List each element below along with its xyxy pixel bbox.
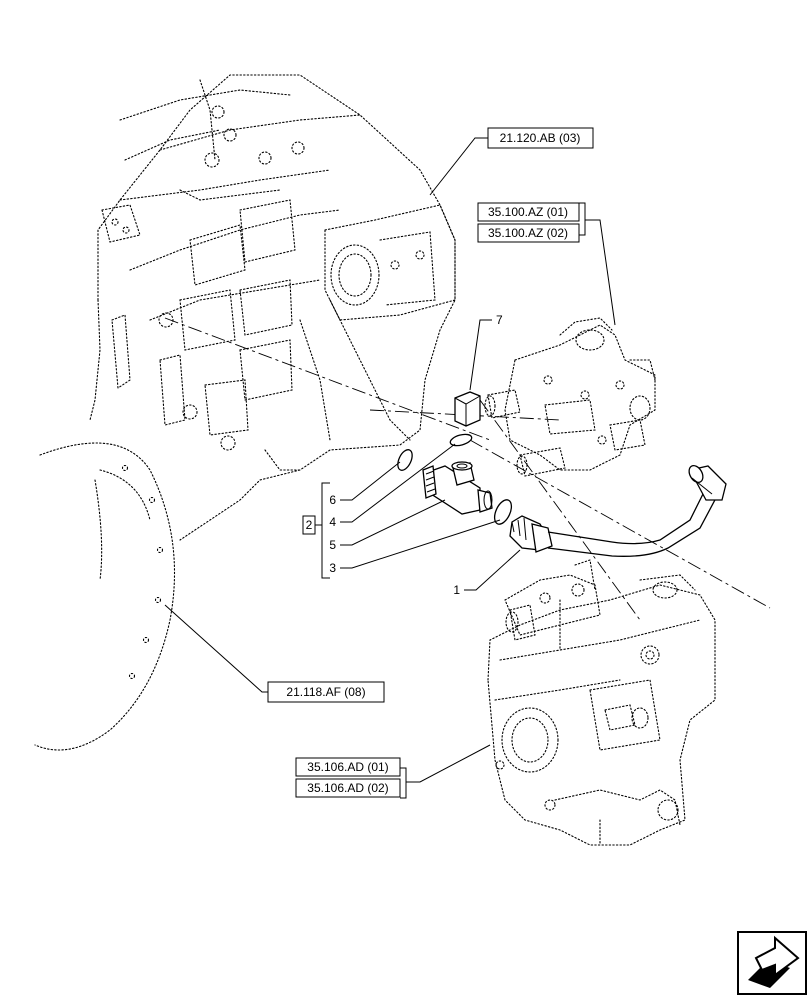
ref-35-106-ad-01[interactable]: 35.106.AD (01) bbox=[295, 757, 401, 777]
part-6-o-ring bbox=[397, 449, 413, 471]
leader-lines bbox=[164, 137, 616, 799]
part-3-o-ring bbox=[493, 499, 513, 525]
part-4-o-ring bbox=[449, 433, 473, 447]
callout-2[interactable]: 2 bbox=[302, 515, 316, 535]
transmission-housing bbox=[89, 74, 456, 541]
callout-3[interactable]: 3 bbox=[329, 561, 336, 575]
callout-5[interactable]: 5 bbox=[329, 538, 336, 552]
part-1-pipe bbox=[509, 464, 727, 557]
callout-4[interactable]: 4 bbox=[329, 515, 336, 529]
ref-21-120-ab[interactable]: 21.120.AB (03) bbox=[487, 127, 594, 149]
ref-35-100-az-02[interactable]: 35.100.AZ (02) bbox=[477, 223, 580, 243]
ref-35-106-ad-01-label: 35.106.AD (01) bbox=[307, 760, 388, 774]
rear-casing bbox=[34, 442, 176, 751]
ref-21-118-af-label: 21.118.AF (08) bbox=[286, 685, 365, 699]
callout-7[interactable]: 7 bbox=[496, 313, 503, 327]
ref-35-100-az-01-label: 35.100.AZ (01) bbox=[488, 205, 568, 219]
callout-6[interactable]: 6 bbox=[329, 493, 336, 507]
callout-2-label: 2 bbox=[306, 518, 313, 532]
ref-21-118-af[interactable]: 21.118.AF (08) bbox=[267, 681, 385, 703]
ref-35-106-ad-02[interactable]: 35.106.AD (02) bbox=[295, 778, 401, 798]
next-page-arrow-icon[interactable] bbox=[737, 931, 807, 995]
ref-35-100-az-02-label: 35.100.AZ (02) bbox=[488, 226, 568, 240]
hydraulic-pump bbox=[487, 559, 716, 846]
part-5-tee-fitting bbox=[422, 461, 493, 515]
ref-35-106-ad-02-label: 35.106.AD (02) bbox=[307, 781, 388, 795]
part-7-nut bbox=[454, 391, 481, 427]
valve-block bbox=[484, 317, 656, 477]
ref-21-120-ab-label: 21.120.AB (03) bbox=[500, 131, 581, 145]
callout-1[interactable]: 1 bbox=[453, 583, 460, 597]
ref-35-100-az-01[interactable]: 35.100.AZ (01) bbox=[477, 202, 580, 222]
